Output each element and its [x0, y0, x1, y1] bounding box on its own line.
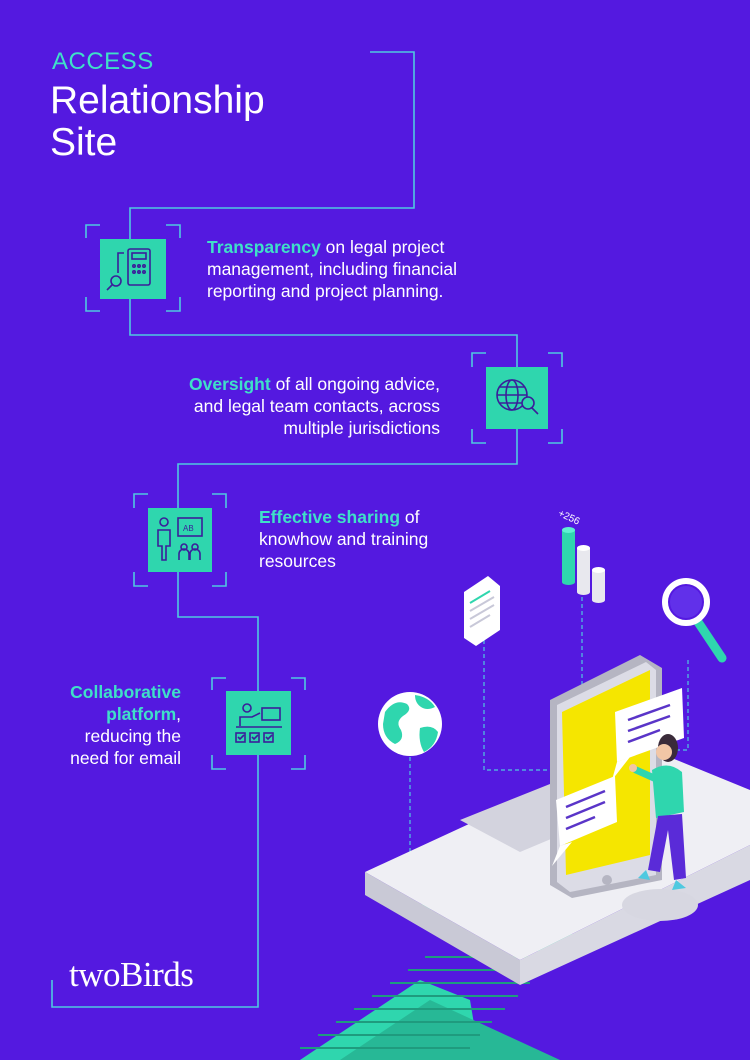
- magnifier-icon: [662, 578, 727, 663]
- feature-2-text: Oversight of all ongoing advice, and leg…: [160, 373, 440, 439]
- checklist-desk-icon: [226, 691, 291, 755]
- feature-1-text: Transparency on legal project management…: [207, 236, 507, 302]
- page-title: Relationship Site: [50, 80, 370, 164]
- svg-text:AB: AB: [183, 524, 194, 533]
- feature-2-highlight: Oversight: [189, 374, 271, 394]
- feature-4-text: Collaborative platform, reducing the nee…: [46, 681, 181, 769]
- feature-3-text: Effective sharing of knowhow and trainin…: [259, 506, 434, 572]
- feature-3-body: of knowhow and training resources: [259, 507, 429, 571]
- chart-label: +256: [556, 508, 581, 528]
- feature-2-body: of all ongoing advice, and legal team co…: [193, 374, 440, 438]
- bar-chart-icon: [562, 527, 605, 603]
- twobirds-logo[interactable]: twoBirds: [69, 955, 194, 994]
- feature-4-highlight: Collaborative platform: [70, 682, 181, 724]
- chat-bubble-left: [552, 776, 617, 866]
- feature-1-body: on legal project management, including f…: [207, 237, 458, 301]
- feature-4-body: , reducing the need for email: [70, 704, 181, 768]
- feature-1-brackets: [85, 224, 563, 770]
- title-line-2: Site: [50, 121, 118, 164]
- connector-line: [51, 51, 518, 1008]
- globe-search-icon: [486, 367, 548, 429]
- eyebrow-label: ACCESS: [52, 48, 154, 75]
- document-icon: [464, 576, 500, 646]
- person-figure: [629, 734, 686, 890]
- feature-1-highlight: Transparency: [207, 237, 321, 257]
- feature-3-highlight: Effective sharing: [259, 507, 401, 527]
- title-line-1: Relationship: [50, 79, 265, 122]
- globe-illustration-icon: [378, 692, 442, 756]
- calculator-magnifier-icon: [100, 239, 166, 299]
- training-presentation-icon: AB: [148, 508, 212, 572]
